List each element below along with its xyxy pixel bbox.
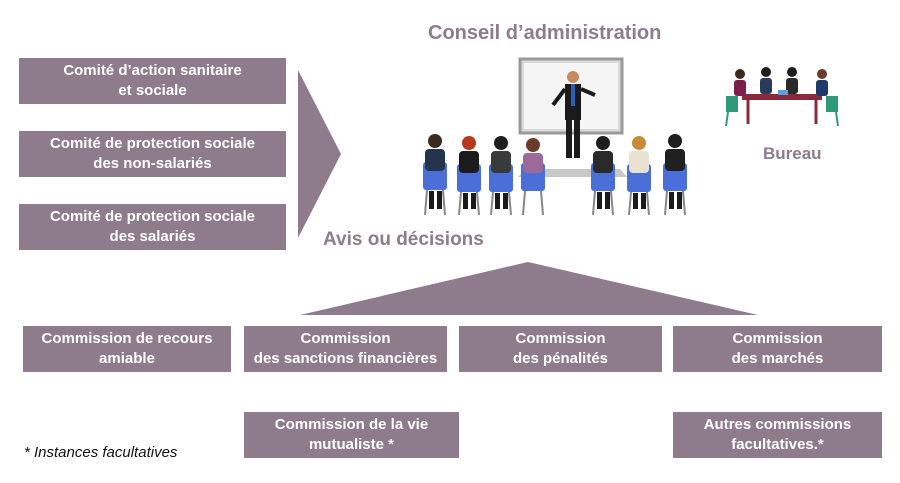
avis-label: Avis ou décisions: [323, 229, 484, 250]
bureau-label: Bureau: [763, 144, 822, 163]
commission-sanctions-financieres: Commission des sanctions financières: [244, 326, 447, 372]
committee-line: et sociale: [118, 82, 187, 99]
commission-line: facultatives.*: [731, 436, 824, 453]
commission-line: Commission: [300, 330, 391, 347]
committee-salaried: Comité de protection sociale des salariés: [19, 204, 286, 250]
commission-marches: Commission des marchés: [673, 326, 882, 372]
commission-vie-mutualiste: Commission de la vie mutualiste *: [244, 412, 459, 458]
commission-line: Commission de la vie: [274, 416, 429, 433]
commission-line: Autres commissions: [703, 416, 852, 433]
bureau-meeting-illustration: [725, 67, 839, 127]
committee-line: Comité de protection sociale: [49, 208, 256, 225]
up-triangle: [300, 262, 758, 315]
board-meeting-illustration: [423, 57, 687, 216]
commission-line: des pénalités: [512, 350, 609, 367]
commission-penalites: Commission des pénalités: [459, 326, 662, 372]
committee-line: Comité de protection sociale: [49, 135, 256, 152]
board-title: Conseil d’administration: [428, 22, 662, 44]
commission-recours-amiable: Commission de recours amiable: [23, 326, 231, 372]
committee-line: Comité d’action sanitaire: [63, 62, 242, 79]
commission-line: Commission: [732, 330, 823, 347]
committee-line: des salariés: [109, 228, 196, 245]
autres-commissions-facultatives: Autres commissions facultatives.*: [673, 412, 882, 458]
committee-non-salaried: Comité de protection sociale des non-sala…: [19, 131, 286, 177]
commission-line: des sanctions financières: [253, 350, 438, 367]
commission-line: Commission de recours: [41, 330, 213, 347]
footnote-optional-bodies: * Instances facultatives: [24, 444, 178, 461]
commission-line: Commission: [515, 330, 606, 347]
committee-line: des non-salariés: [93, 155, 212, 172]
commission-line: mutualiste *: [308, 436, 394, 453]
committee-sanitary-social: Comité d’action sanitaire et sociale: [19, 58, 286, 104]
commission-line: amiable: [99, 350, 155, 367]
commission-line: des marchés: [731, 350, 824, 367]
